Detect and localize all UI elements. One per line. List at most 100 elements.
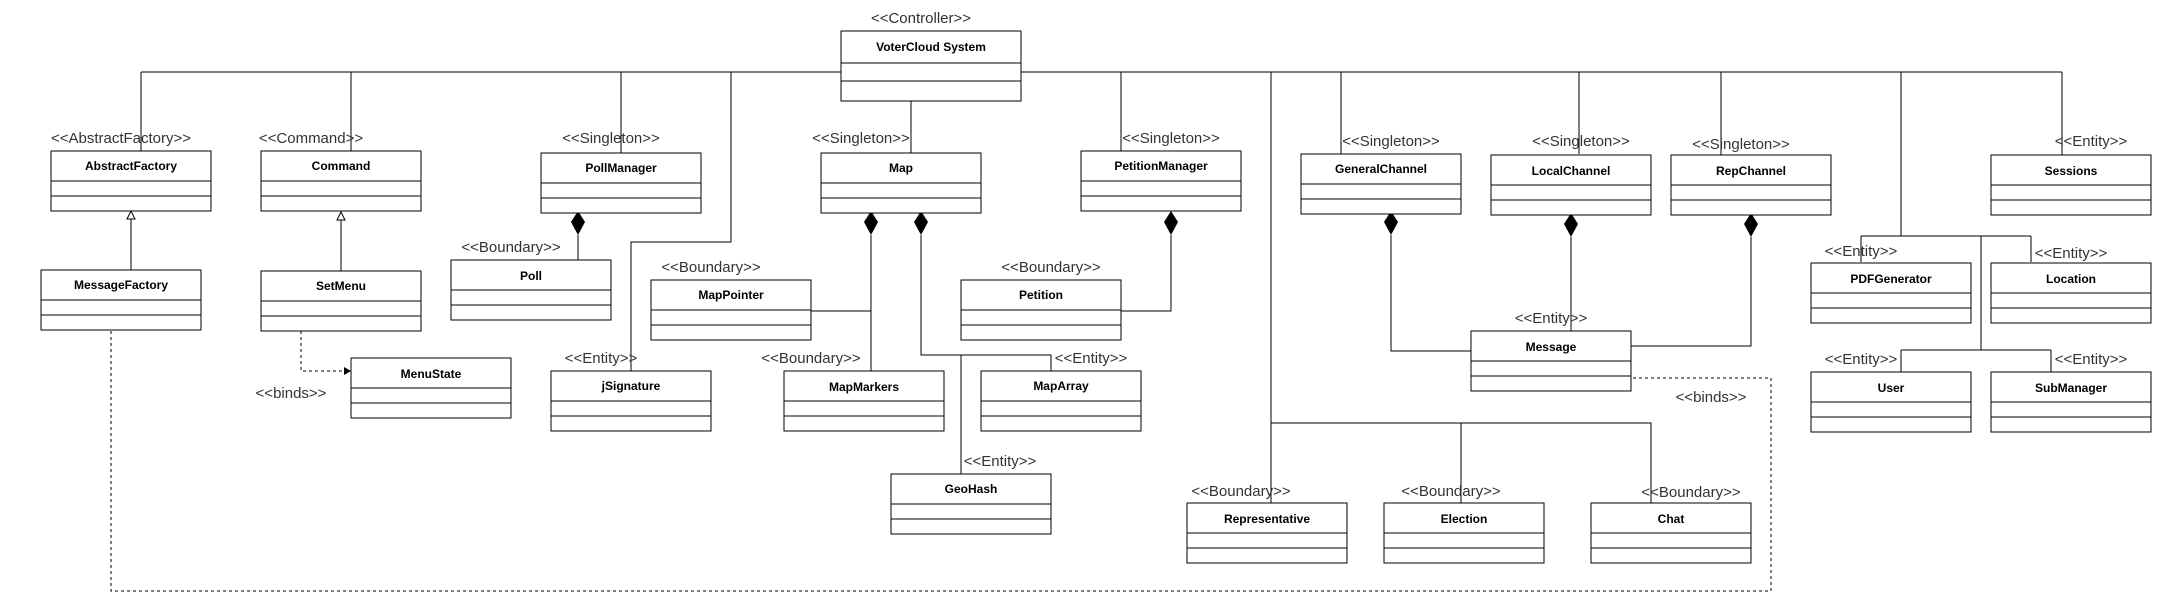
class-message-factory[interactable]: MessageFactory bbox=[40, 269, 202, 331]
class-set-menu[interactable]: SetMenu bbox=[260, 270, 422, 332]
stereotype-label: <<Entity>> bbox=[2055, 351, 2128, 368]
class-map-pointer[interactable]: <<Boundary>> MapPointer bbox=[650, 259, 812, 341]
composition-map-maparray bbox=[920, 235, 1052, 371]
stereotype-label: <<Boundary>> bbox=[1191, 483, 1290, 500]
class-map-array[interactable]: <<Entity>> MapArray bbox=[980, 350, 1142, 432]
class-chat[interactable]: <<Boundary>> Chat bbox=[1590, 484, 1752, 564]
class-name: RepChannel bbox=[1716, 164, 1786, 178]
class-poll[interactable]: <<Boundary>> Poll bbox=[450, 239, 612, 321]
class-name: Petition bbox=[1019, 288, 1063, 302]
stereotype-label: <<Entity>> bbox=[2055, 133, 2128, 150]
composition-map-mappointer bbox=[811, 235, 872, 312]
stereotype-label: <<AbstractFactory>> bbox=[51, 130, 191, 147]
composition-petitionmanager-petition bbox=[1121, 235, 1172, 312]
class-name: PetitionManager bbox=[1114, 159, 1208, 173]
stereotype-label: <<Entity>> bbox=[1515, 310, 1588, 327]
class-message[interactable]: <<Entity>> Message bbox=[1470, 310, 1632, 392]
class-rep-channel[interactable]: <<Singleton>> RepChannel bbox=[1670, 136, 1832, 216]
class-name: GeoHash bbox=[945, 482, 998, 496]
stereotype-label: <<Singleton>> bbox=[812, 130, 910, 147]
class-name: SetMenu bbox=[316, 279, 366, 293]
stereotype-label: <<Singleton>> bbox=[1342, 133, 1440, 150]
class-geo-hash[interactable]: <<Entity>> GeoHash bbox=[890, 453, 1052, 535]
class-name: MapMarkers bbox=[829, 380, 899, 394]
binds-label-left: <<binds>> bbox=[256, 385, 327, 402]
binds-label-right: <<binds>> bbox=[1676, 389, 1747, 406]
stereotype-label: <<Entity>> bbox=[1825, 351, 1898, 368]
generalization-arrowhead-icon bbox=[336, 210, 346, 221]
class-menu-state[interactable]: MenuState bbox=[350, 357, 512, 419]
class-name: MessageFactory bbox=[74, 278, 168, 292]
stereotype-label: <<Boundary>> bbox=[1401, 483, 1500, 500]
stereotype-label: <<Command>> bbox=[259, 130, 363, 147]
class-name: AbstractFactory bbox=[85, 159, 177, 173]
stereotype-label: <<Entity>> bbox=[1055, 350, 1128, 367]
class-box bbox=[840, 30, 1022, 102]
class-pdf-generator[interactable]: <<Entity>> PDFGenerator bbox=[1810, 243, 1972, 324]
class-name: Poll bbox=[520, 269, 542, 283]
class-petition-manager[interactable]: <<Singleton>> PetitionManager bbox=[1080, 130, 1242, 212]
composition-repchannel-message bbox=[1631, 237, 1752, 347]
class-petition[interactable]: <<Boundary>> Petition bbox=[960, 259, 1122, 341]
stereotype-label: <<Controller>> bbox=[871, 10, 971, 27]
composition-diamond-icon bbox=[1384, 211, 1398, 235]
composition-generalchannel-message bbox=[1390, 235, 1471, 352]
class-name: Representative bbox=[1224, 512, 1310, 526]
stereotype-label: <<Singleton>> bbox=[1532, 133, 1630, 150]
stereotype-label: <<Entity>> bbox=[1825, 243, 1898, 260]
stereotype-label: <<Boundary>> bbox=[1641, 484, 1740, 501]
class-name: jSignature bbox=[601, 379, 661, 393]
class-name: PollManager bbox=[585, 161, 657, 175]
stereotype-label: <<Entity>> bbox=[565, 350, 638, 367]
composition-diamond-icon bbox=[571, 211, 585, 235]
class-name: Map bbox=[889, 161, 913, 175]
class-name: GeneralChannel bbox=[1335, 162, 1427, 176]
class-name: Location bbox=[2046, 272, 2096, 286]
class-representative[interactable]: <<Boundary>> Representative bbox=[1186, 483, 1348, 564]
stereotype-label: <<Boundary>> bbox=[661, 259, 760, 276]
class-local-channel[interactable]: <<Singleton>> LocalChannel bbox=[1490, 133, 1652, 216]
class-abstract-factory[interactable]: <<AbstractFactory>> AbstractFactory bbox=[50, 130, 212, 212]
class-name: Command bbox=[312, 159, 371, 173]
stereotype-label: <<Boundary>> bbox=[761, 350, 860, 367]
class-voter-cloud-system[interactable]: <<Controller>> VoterCloud System bbox=[840, 10, 1022, 102]
class-name: LocalChannel bbox=[1532, 164, 1611, 178]
class-name: MapPointer bbox=[698, 288, 764, 302]
class-name: Election bbox=[1441, 512, 1488, 526]
dependency-setmenu-menustate bbox=[300, 331, 346, 372]
stereotype-label: <<Singleton>> bbox=[1122, 130, 1220, 147]
class-user[interactable]: <<Entity>> User bbox=[1810, 351, 1972, 433]
class-name: MenuState bbox=[401, 367, 462, 381]
connectors bbox=[110, 71, 2063, 592]
class-election[interactable]: <<Boundary>> Election bbox=[1383, 483, 1545, 564]
class-general-channel[interactable]: <<Singleton>> GeneralChannel bbox=[1300, 133, 1462, 215]
class-name: Chat bbox=[1658, 512, 1685, 526]
composition-diamond-icon bbox=[1744, 213, 1758, 237]
composition-diamond-icon bbox=[864, 211, 878, 235]
class-command[interactable]: <<Command>> Command bbox=[259, 130, 422, 212]
stereotype-label: <<Entity>> bbox=[964, 453, 1037, 470]
composition-diamond-icon bbox=[914, 211, 928, 235]
class-poll-manager[interactable]: <<Singleton>> PollManager bbox=[540, 130, 702, 214]
class-name: Message bbox=[1526, 340, 1577, 354]
dependency-arrowhead-icon bbox=[344, 367, 351, 375]
class-j-signature[interactable]: <<Entity>> jSignature bbox=[550, 350, 712, 432]
stereotype-label: <<Singleton>> bbox=[1692, 136, 1790, 153]
class-sessions[interactable]: <<Entity>> Sessions bbox=[1990, 133, 2152, 216]
class-name: SubManager bbox=[2035, 381, 2107, 395]
stereotype-label: <<Singleton>> bbox=[562, 130, 660, 147]
class-map[interactable]: <<Singleton>> Map bbox=[812, 130, 982, 214]
stereotype-label: <<Boundary>> bbox=[461, 239, 560, 256]
class-name: PDFGenerator bbox=[1850, 272, 1932, 286]
stereotype-label: <<Entity>> bbox=[2035, 245, 2108, 262]
class-location[interactable]: <<Entity>> Location bbox=[1990, 245, 2152, 324]
dependency-messagefactory-message bbox=[110, 331, 1772, 592]
class-sub-manager[interactable]: <<Entity>> SubManager bbox=[1990, 351, 2152, 433]
link-jsignature bbox=[630, 72, 732, 371]
class-name: MapArray bbox=[1033, 379, 1089, 393]
class-name: Sessions bbox=[2045, 164, 2098, 178]
generalization-arrowhead-icon bbox=[126, 209, 136, 220]
composition-diamond-icon bbox=[1164, 211, 1178, 235]
class-map-markers[interactable]: <<Boundary>> MapMarkers bbox=[761, 350, 945, 432]
